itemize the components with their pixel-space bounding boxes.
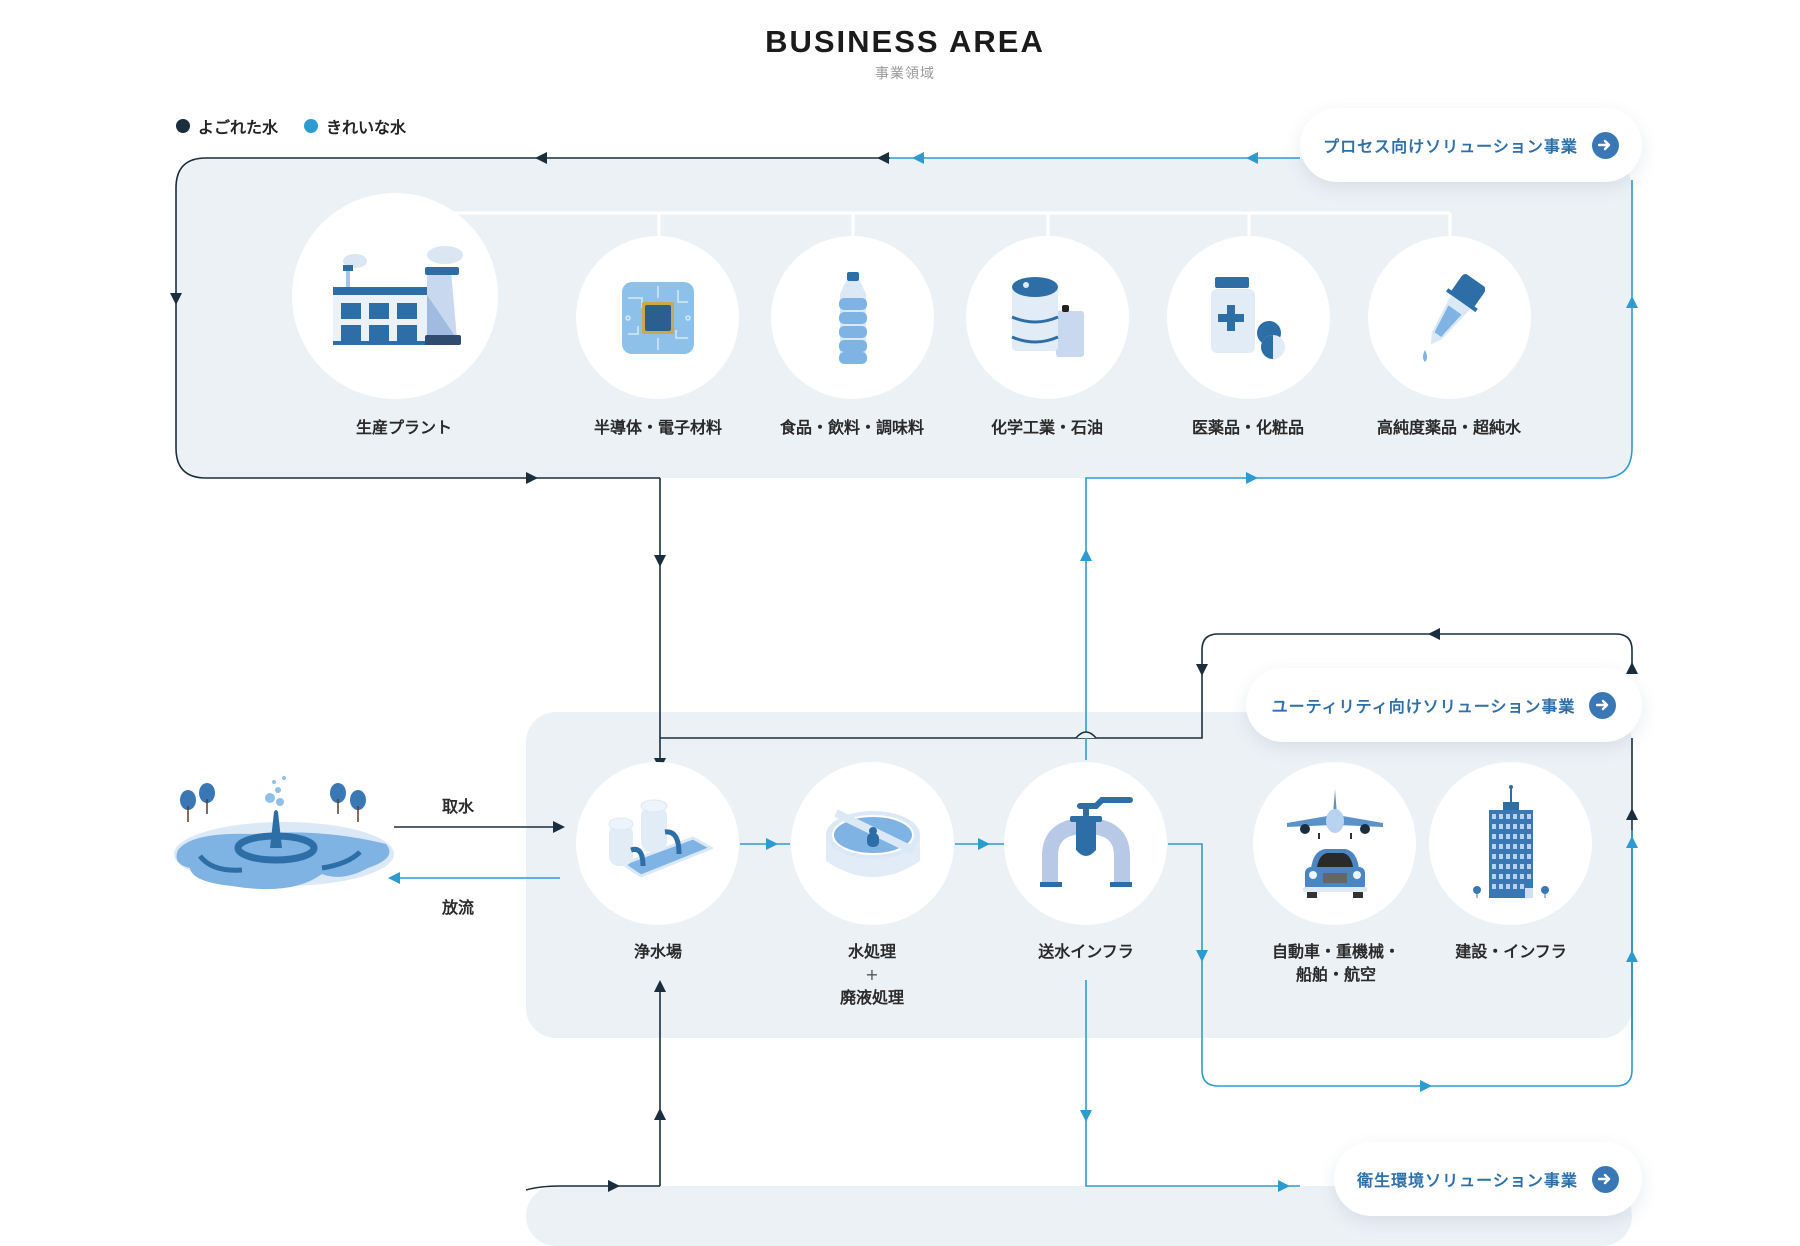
process-item-high-purity: [1368, 236, 1531, 399]
dirty-water-arrows: [170, 152, 1638, 1192]
clarifier-tank-icon: [825, 808, 920, 877]
page-title: BUSINESS AREA: [765, 24, 1045, 59]
clean-water-lines: [394, 157, 1633, 1187]
skyscraper-icon: [1472, 784, 1549, 898]
utility-item-label: 浄水場: [633, 942, 682, 961]
label-line: 水処理: [847, 942, 896, 961]
medicine-icon: [1210, 276, 1285, 359]
process-item-label: 高純度薬品・超純水: [1376, 418, 1521, 437]
arrow-right-circle-icon: [1589, 691, 1617, 719]
utility-item-label: 送水インフラ: [1038, 942, 1134, 961]
process-item-semiconductor: [576, 236, 739, 399]
utility-item-water-purification: [576, 762, 739, 925]
lake-fountain-icon: [174, 776, 394, 890]
microchip-icon: [621, 281, 694, 354]
page-subtitle: 事業領域: [875, 66, 935, 82]
clean-water-arrows: [388, 152, 1638, 1192]
water-bottle-icon: [838, 271, 867, 364]
dirty-water-dot-icon: [176, 119, 190, 133]
sanitation-solutions-label: 衛生環境ソリューション事業: [1357, 1171, 1578, 1190]
utility-item-water-supply: [1004, 762, 1167, 925]
process-item-label: 医薬品・化粧品: [1191, 418, 1304, 437]
process-item-label: 半導体・電子材料: [593, 418, 722, 437]
flow-lines: [170, 152, 1638, 1192]
process-item-label: 化学工業・石油: [990, 418, 1103, 437]
legend-item-clean-water: きれいな水: [304, 114, 406, 138]
process-item-label: 生産プラント: [355, 418, 452, 437]
utility-item-water-treatment: [791, 762, 954, 925]
utility-item-automotive-aviation: [1253, 762, 1416, 925]
intake-label: 取水: [442, 797, 475, 816]
label-line: +: [865, 965, 879, 984]
utility-solutions-label: ユーティリティ向けソリューション事業: [1271, 697, 1576, 716]
process-item-chemical-oil: [966, 236, 1129, 399]
airplane-car-icon: [1286, 788, 1383, 898]
clean-water-dot-icon: [304, 119, 319, 133]
label-line: 廃液処理: [839, 988, 904, 1007]
utility-item-label: 建設・インフラ: [1455, 942, 1567, 961]
water-source: [172, 776, 402, 906]
sanitation-solutions-link[interactable]: 衛生環境ソリューション事業: [1334, 1142, 1642, 1216]
process-connectors: [440, 211, 1452, 240]
arrow-right-circle-icon: [1591, 131, 1619, 159]
process-solutions-label: プロセス向けソリューション事業: [1323, 137, 1578, 156]
factory-icon: [333, 246, 463, 345]
line-crossing: [1075, 731, 1097, 739]
pipe-valve-icon: [1039, 796, 1133, 887]
legend-label: よごれた水: [198, 118, 279, 137]
utility-item-label: 自動車・重機械・ 船舶・航空: [1236, 940, 1436, 986]
discharge-label: 放流: [442, 898, 475, 917]
dropper-icon: [1422, 273, 1485, 362]
legend-label: きれいな水: [326, 118, 407, 137]
process-item-production-plant: [292, 193, 498, 399]
legend-item-dirty-water: よごれた水: [176, 114, 278, 138]
process-item-food-beverage: [771, 236, 934, 399]
process-solutions-link[interactable]: プロセス向けソリューション事業: [1300, 108, 1642, 182]
legend: よごれた水 きれいな水: [176, 114, 406, 138]
arrow-right-circle-icon: [1591, 1165, 1619, 1193]
water-purification-plant-icon: [608, 799, 713, 878]
utility-solutions-link[interactable]: ユーティリティ向けソリューション事業: [1246, 668, 1642, 742]
oil-drum-icon: [1010, 276, 1084, 357]
utility-item-label: 水処理 + 廃液処理: [772, 940, 972, 1009]
process-item-label: 食品・飲料・調味料: [779, 418, 924, 437]
label-line: 船舶・航空: [1295, 965, 1376, 984]
utility-item-construction: [1429, 762, 1592, 925]
label-line: 自動車・重機械・: [1271, 942, 1400, 961]
process-item-pharma-cosmetics: [1167, 236, 1330, 399]
